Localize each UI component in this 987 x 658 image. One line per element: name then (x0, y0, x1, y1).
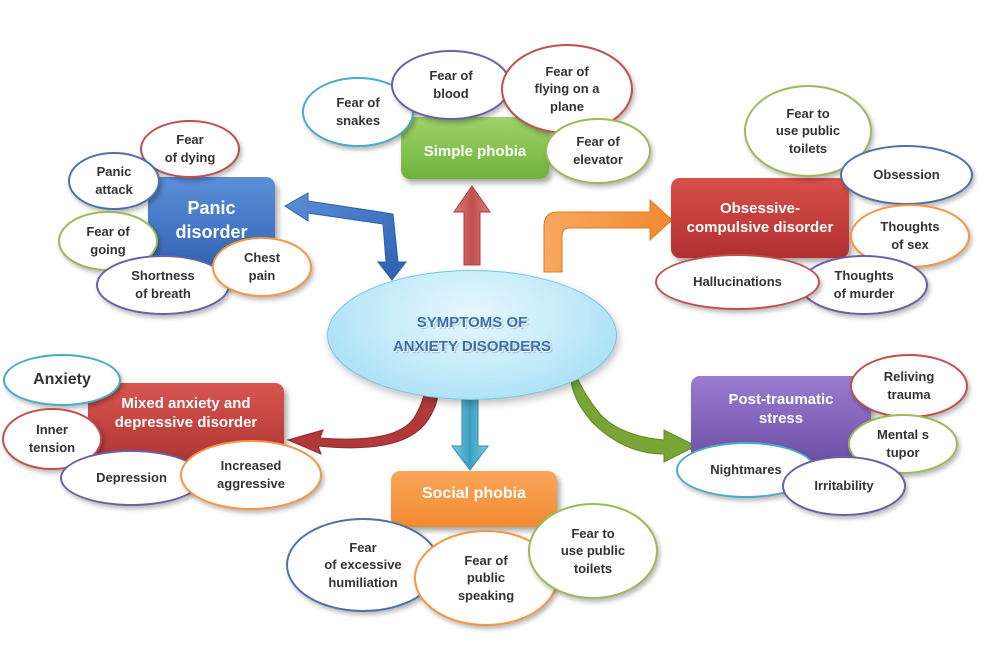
symptom-fear-public-toilets-social: Fear to use public toilets (528, 503, 658, 599)
symptom-fear-of-humiliation: Fear of excessive humiliation (286, 518, 440, 612)
symptom-increased-aggressive: Increased aggressive (180, 440, 322, 510)
arrow-simple (453, 185, 491, 266)
simple-phobia-box: Simple phobia (401, 117, 549, 179)
arrow-ocd (543, 198, 673, 273)
symptom-chest-pain: Chest pain (212, 237, 312, 297)
symptom-mental-stupor: Mental s tupor (848, 414, 958, 474)
ocd-box: Obsessive- compulsive disorder (671, 178, 849, 258)
symptom-hallucinations: Hallucinations (655, 254, 820, 310)
panic-disorder-title: Panic disorder (175, 198, 248, 242)
symptom-panic-attack: Panic attack (68, 152, 160, 210)
ocd-title: Obsessive- compulsive disorder (686, 199, 834, 237)
symptom-anxiety: Anxiety (3, 354, 121, 406)
symptom-thoughts-of-sex: Thoughts of sex (850, 204, 970, 268)
symptom-shortness-of-breath: Shortness of breath (96, 255, 230, 315)
symptom-fear-of-blood: Fear of blood (391, 50, 511, 120)
symptom-thoughts-of-murder: Thoughts of murder (800, 255, 928, 315)
symptom-depression: Depression (60, 450, 203, 506)
center-title: SYMPTOMS OF ANXIETY DISORDERS (392, 314, 552, 355)
simple-phobia-title: Simple phobia (423, 143, 527, 161)
symptom-obsession: Obsession (840, 145, 973, 205)
mixed-disorder-title: Mixed anxiety and depressive disorder (114, 394, 258, 432)
arrow-social (451, 397, 489, 471)
arrow-ptsd (570, 364, 698, 463)
ptsd-title: Post-traumatic stress (728, 390, 834, 428)
social-phobia-box: Social phobia (391, 471, 557, 527)
arrow-mixed (286, 366, 439, 455)
social-phobia-title: Social phobia (421, 484, 526, 502)
symptom-fear-of-elevator: Fear of elevator (545, 118, 651, 184)
symptom-reliving-trauma: Reliving trauma (850, 354, 968, 418)
symptom-fear-of-dying: Fear of dying (140, 120, 240, 178)
center-topic: SYMPTOMS OF ANXIETY DISORDERS (327, 270, 617, 400)
symptom-irritability: Irritability (782, 456, 906, 516)
